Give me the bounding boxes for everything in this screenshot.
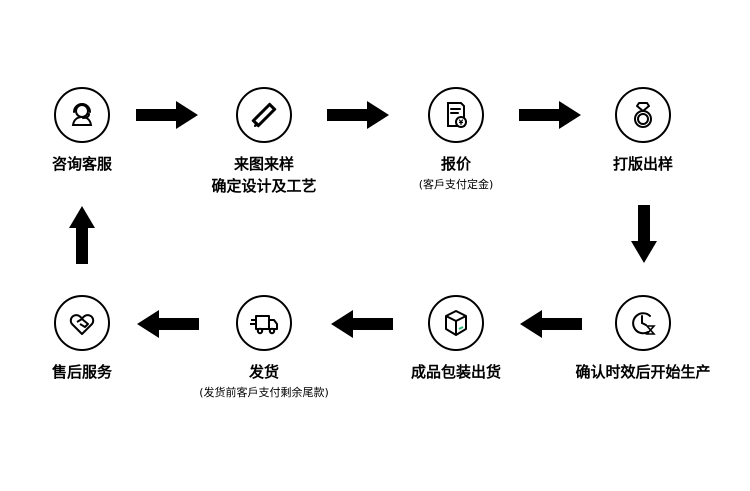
clock-hourglass-icon xyxy=(632,312,656,335)
step-prototype: 打版出样 xyxy=(543,87,743,175)
step-label: 咨询客服 xyxy=(51,155,112,173)
step-label: 发货 xyxy=(248,363,279,381)
customer-service-icon xyxy=(71,103,93,126)
step-icon-circle xyxy=(236,87,292,143)
step-packaging: 成品包装出货 xyxy=(356,295,556,383)
arrow-right xyxy=(136,101,198,129)
step-icon-circle xyxy=(428,295,484,351)
arrow-left xyxy=(331,310,393,338)
step-quotation: 报价 (客戶支付定金) xyxy=(356,87,556,193)
step-shipping: 发货 (发货前客戶支付剩余尾款) xyxy=(164,295,364,401)
diamond-ring-icon xyxy=(634,102,652,128)
step-note: (发货前客戶支付剩余尾款) xyxy=(199,386,329,399)
step-label: 打版出样 xyxy=(612,155,673,173)
arrow-down xyxy=(631,205,657,263)
arrow-left xyxy=(137,310,199,338)
delivery-truck-icon xyxy=(250,315,278,335)
step-after-sales: 售后服务 xyxy=(0,295,182,383)
step-label: 售后服务 xyxy=(51,363,112,381)
quote-document-icon xyxy=(447,102,467,128)
step-label: 报价 xyxy=(440,155,471,173)
step-note: (客戶支付定金) xyxy=(418,178,494,191)
step-icon-circle xyxy=(236,295,292,351)
package-box-icon xyxy=(445,310,467,336)
arrow-right xyxy=(519,101,581,129)
step-label: 确认时效后开始生产 xyxy=(575,363,711,381)
step-consult-service: 咨询客服 xyxy=(0,87,182,175)
step-label: 成品包装出货 xyxy=(410,363,501,381)
arrow-up xyxy=(69,206,95,264)
step-icon-circle xyxy=(428,87,484,143)
arrow-right xyxy=(327,101,389,129)
step-icon-circle xyxy=(54,295,110,351)
step-confirm-production: 确认时效后开始生产 xyxy=(543,295,743,383)
step-icon-circle xyxy=(615,87,671,143)
step-label-line2: 确定设计及工艺 xyxy=(211,177,317,195)
design-tools-icon xyxy=(251,102,277,128)
step-icon-circle xyxy=(54,87,110,143)
handshake-icon xyxy=(69,314,95,335)
step-icon-circle xyxy=(615,295,671,351)
step-design-samples: 来图来样 确定设计及工艺 xyxy=(164,87,364,197)
arrow-left xyxy=(520,310,582,338)
step-label: 来图来样 xyxy=(233,155,294,173)
